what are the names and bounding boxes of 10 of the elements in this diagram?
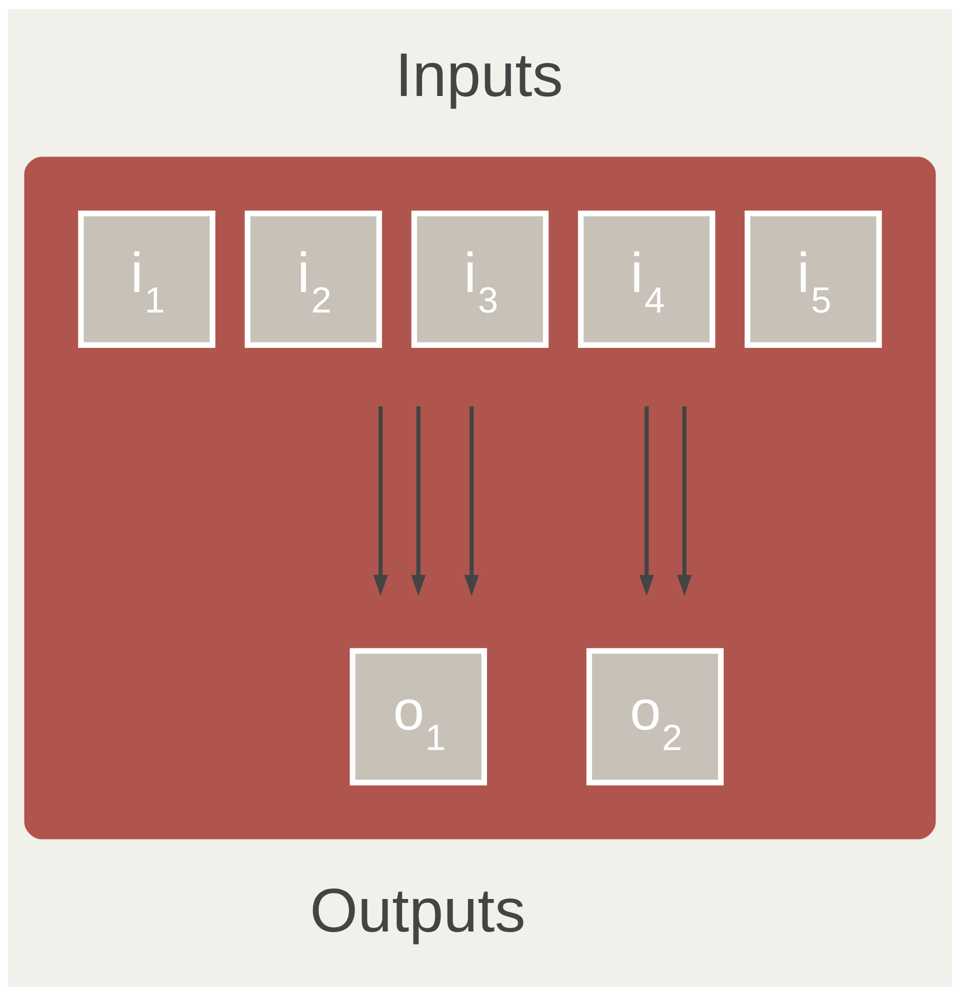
node-box: i$_{1}$ (78, 210, 216, 348)
node-box: i$_{3}$ (411, 210, 549, 348)
node-box: i$_{2}$ (244, 210, 382, 348)
node-box: i$_{5}$ (744, 210, 882, 348)
label: Outputs (310, 876, 526, 946)
node-box: i$_{4}$ (578, 210, 716, 348)
node-box: o$_{2}$ (586, 648, 724, 786)
label: Inputs (395, 41, 564, 110)
node-box: o$_{1}$ (350, 648, 487, 786)
cluster (24, 156, 936, 840)
